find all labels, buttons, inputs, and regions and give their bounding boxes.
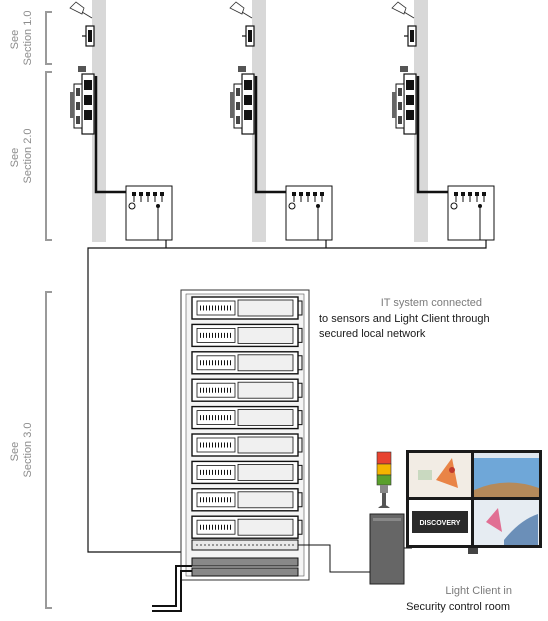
section-bracket-3: See Section 3.0 <box>9 291 52 609</box>
server-unit <box>191 378 303 402</box>
monitor-wall: DISCOVERY <box>406 450 542 554</box>
server-unit <box>191 296 303 320</box>
svg-text:See Section 1.0: See Section 1.0 <box>9 10 34 65</box>
it-note-title: IT system connected <box>381 297 482 309</box>
section-2-label: Section 2.0 <box>22 128 34 183</box>
section-1-see: See <box>9 30 21 50</box>
section-3-see: See <box>9 442 21 462</box>
section-bracket-2: See Section 2.0 <box>9 71 52 241</box>
sensor-pole-2 <box>228 0 334 244</box>
server-unit <box>191 460 303 485</box>
it-note-line2: to sensors and Light Client through <box>319 313 490 325</box>
sensor-pole-1 <box>68 0 174 244</box>
server-unit <box>191 405 303 430</box>
section-1-label: Section 1.0 <box>22 10 34 65</box>
client-note-title: Light Client in <box>445 585 512 597</box>
client-note-subtitle: Security control room <box>406 601 510 613</box>
server-unit <box>191 515 303 539</box>
server-unit <box>191 488 303 512</box>
signal-tower <box>376 451 392 508</box>
server-rack <box>180 289 310 581</box>
section-bracket-1: See Section 1.0 <box>9 10 52 66</box>
svg-text:See Section 2.0: See Section 2.0 <box>9 128 34 183</box>
server-unit <box>191 323 303 348</box>
server-unit <box>191 351 303 375</box>
sensor-pole-3 <box>390 0 496 244</box>
section-2-see: See <box>9 148 21 168</box>
server-unit <box>191 433 303 457</box>
network-cable <box>87 240 487 553</box>
light-client-pc <box>369 513 405 585</box>
it-note-line3: secured local network <box>319 328 426 340</box>
screen-brand: DISCOVERY <box>420 520 461 527</box>
svg-text:See Section 3.0: See Section 3.0 <box>9 422 34 477</box>
section-3-label: Section 3.0 <box>22 422 34 477</box>
